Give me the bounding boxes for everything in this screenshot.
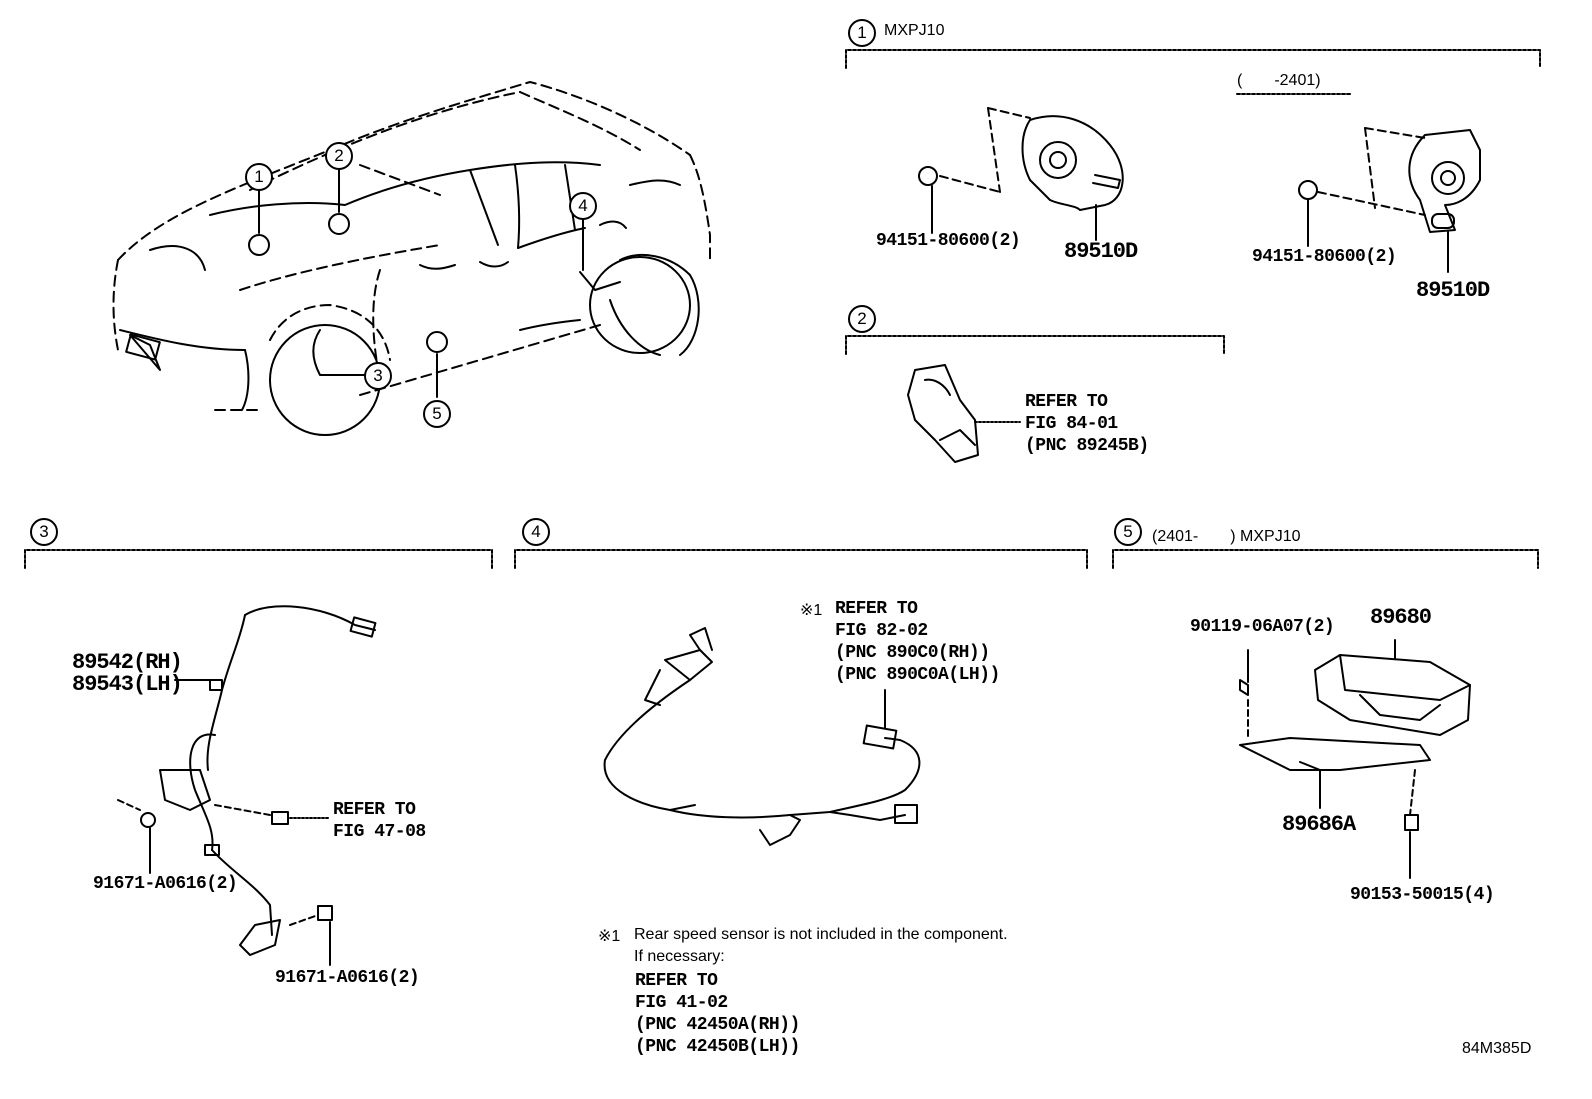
ref-line: FIG 41-02 xyxy=(635,993,728,1013)
part-89510d-a: 89510D xyxy=(1064,239,1138,264)
section-4-number: 4 xyxy=(522,518,550,546)
wire-harness-drawing xyxy=(603,627,921,846)
ref-line: REFER TO xyxy=(333,800,416,820)
callout-4: 4 xyxy=(569,192,597,220)
ref-line: REFER TO xyxy=(635,971,718,991)
ref-line: FIG 47-08 xyxy=(333,822,426,842)
footnote-reference: REFER TO FIG 41-02 (PNC 42450A(RH)) (PNC… xyxy=(635,970,800,1058)
part-94151-80600-b: 94151-80600(2) xyxy=(1252,247,1397,267)
footnote-line-1: Rear speed sensor is not included in the… xyxy=(634,926,1008,943)
footnote-line-2: If necessary: xyxy=(634,948,725,965)
part-90119-06a07: 90119-06A07(2) xyxy=(1190,617,1335,637)
ref-line: REFER TO xyxy=(1025,392,1108,412)
ecu-89680-drawing xyxy=(1239,639,1471,879)
section-4-reference: REFER TO FIG 82-02 (PNC 890C0(RH)) (PNC … xyxy=(835,598,1000,686)
ref-line: (PNC 890C0A(LH)) xyxy=(835,665,1000,685)
callout-3: 3 xyxy=(364,362,392,390)
module-89245b-drawing xyxy=(907,364,1021,463)
section-5-label: (2401- ) MXPJ10 xyxy=(1152,528,1301,545)
car-illustration xyxy=(112,81,711,436)
part-89680: 89680 xyxy=(1370,605,1432,630)
section-3-reference: REFER TO FIG 47-08 xyxy=(333,799,426,843)
part-91671-a0616-left: 91671-A0616(2) xyxy=(93,874,238,894)
ref-line: (PNC 42450A(RH)) xyxy=(635,1015,800,1035)
speed-sensor-front-drawing xyxy=(117,605,377,966)
part-90153-50015: 90153-50015(4) xyxy=(1350,885,1495,905)
sensor-89510d-b-drawing xyxy=(1298,127,1481,273)
ref-line: FIG 84-01 xyxy=(1025,414,1118,434)
ref-line: (PNC 890C0(RH)) xyxy=(835,643,990,663)
footnote-mark: ※1 xyxy=(598,928,621,945)
section-1-number: 1 xyxy=(848,19,876,47)
ref-line: (PNC 89245B) xyxy=(1025,436,1149,456)
section-5-number: 5 xyxy=(1114,518,1142,546)
callout-5: 5 xyxy=(423,400,451,428)
section-1-label: MXPJ10 xyxy=(884,22,945,39)
section-2-reference: REFER TO FIG 84-01 (PNC 89245B) xyxy=(1025,391,1149,457)
section-1-sublabel: ( -2401) xyxy=(1237,72,1321,89)
part-94151-80600-a: 94151-80600(2) xyxy=(876,231,1021,251)
part-89542-rh: 89542(RH) xyxy=(72,650,183,675)
callout-1: 1 xyxy=(245,163,273,191)
section-2-number: 2 xyxy=(848,305,876,333)
section-4-ref-mark: ※1 xyxy=(800,602,823,619)
sensor-89510d-a-drawing xyxy=(918,107,1124,241)
part-89510d-b: 89510D xyxy=(1416,278,1490,303)
part-89686a: 89686A xyxy=(1282,812,1356,837)
figure-id: 84M385D xyxy=(1462,1040,1532,1057)
callout-2: 2 xyxy=(325,142,353,170)
ref-line: REFER TO xyxy=(835,599,918,619)
section-3-number: 3 xyxy=(30,518,58,546)
part-91671-a0616-bottom: 91671-A0616(2) xyxy=(275,968,420,988)
part-89543-lh: 89543(LH) xyxy=(72,672,183,697)
ref-line: (PNC 42450B(LH)) xyxy=(635,1037,800,1057)
ref-line: FIG 82-02 xyxy=(835,621,928,641)
